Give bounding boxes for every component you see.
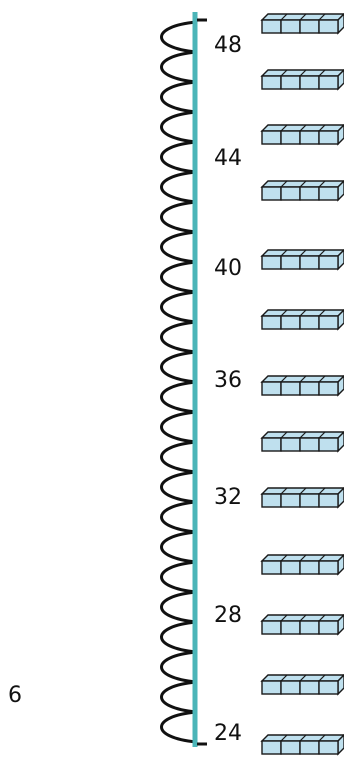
label-group: 48 44 40 36 32 28 24 <box>214 33 242 746</box>
cube <box>280 493 301 508</box>
wave-curve <box>160 20 197 744</box>
side-number-label: 6 <box>8 683 22 708</box>
cube <box>261 493 282 508</box>
cube-row <box>260 734 344 756</box>
cube-row <box>260 180 344 202</box>
cube <box>280 381 301 396</box>
cube-row <box>260 431 344 453</box>
cube <box>261 315 282 330</box>
cube <box>299 560 320 575</box>
number-label: 28 <box>214 603 242 628</box>
cube-row <box>260 487 344 509</box>
cube-row <box>260 375 344 397</box>
cube <box>299 19 320 34</box>
cube-rows-group <box>260 13 344 756</box>
cube <box>261 19 282 34</box>
cube <box>299 381 320 396</box>
cube-row <box>260 124 344 146</box>
cube <box>299 75 320 90</box>
cube <box>318 680 339 695</box>
cube <box>280 620 301 635</box>
cube <box>318 740 339 755</box>
cube-row <box>260 69 344 91</box>
cube-row <box>260 13 344 35</box>
cube <box>299 315 320 330</box>
cube <box>280 186 301 201</box>
number-label: 44 <box>214 146 242 171</box>
cube <box>280 680 301 695</box>
cube <box>280 740 301 755</box>
cube <box>261 75 282 90</box>
cube <box>280 560 301 575</box>
cube <box>318 130 339 145</box>
number-label: 36 <box>214 368 242 393</box>
cube-row <box>260 614 344 636</box>
cube <box>299 680 320 695</box>
number-label: 48 <box>214 33 242 58</box>
cube <box>318 75 339 90</box>
cube-row <box>260 554 344 576</box>
number-label: 40 <box>214 256 242 281</box>
number-label: 32 <box>214 485 242 510</box>
cube <box>261 740 282 755</box>
cube <box>280 437 301 452</box>
cube <box>280 130 301 145</box>
cube <box>299 740 320 755</box>
cube <box>299 493 320 508</box>
cube <box>261 381 282 396</box>
cube-row <box>260 674 344 696</box>
cube <box>318 620 339 635</box>
cube-row <box>260 309 344 331</box>
cube <box>318 315 339 330</box>
cube <box>261 560 282 575</box>
cube <box>318 381 339 396</box>
cube <box>318 493 339 508</box>
cube <box>318 186 339 201</box>
cube <box>299 255 320 270</box>
cube-row <box>260 249 344 271</box>
cube <box>280 19 301 34</box>
cube <box>299 130 320 145</box>
cube <box>318 437 339 452</box>
cube <box>261 186 282 201</box>
cube <box>280 75 301 90</box>
cube <box>299 620 320 635</box>
cube <box>280 255 301 270</box>
cube <box>261 130 282 145</box>
cube <box>299 186 320 201</box>
cube <box>318 19 339 34</box>
cube <box>261 255 282 270</box>
cube <box>261 437 282 452</box>
cube <box>261 680 282 695</box>
cube <box>280 315 301 330</box>
cube <box>318 255 339 270</box>
tick-group <box>197 18 207 746</box>
cube <box>318 560 339 575</box>
cube <box>261 620 282 635</box>
cube <box>299 437 320 452</box>
number-label: 24 <box>214 721 242 746</box>
